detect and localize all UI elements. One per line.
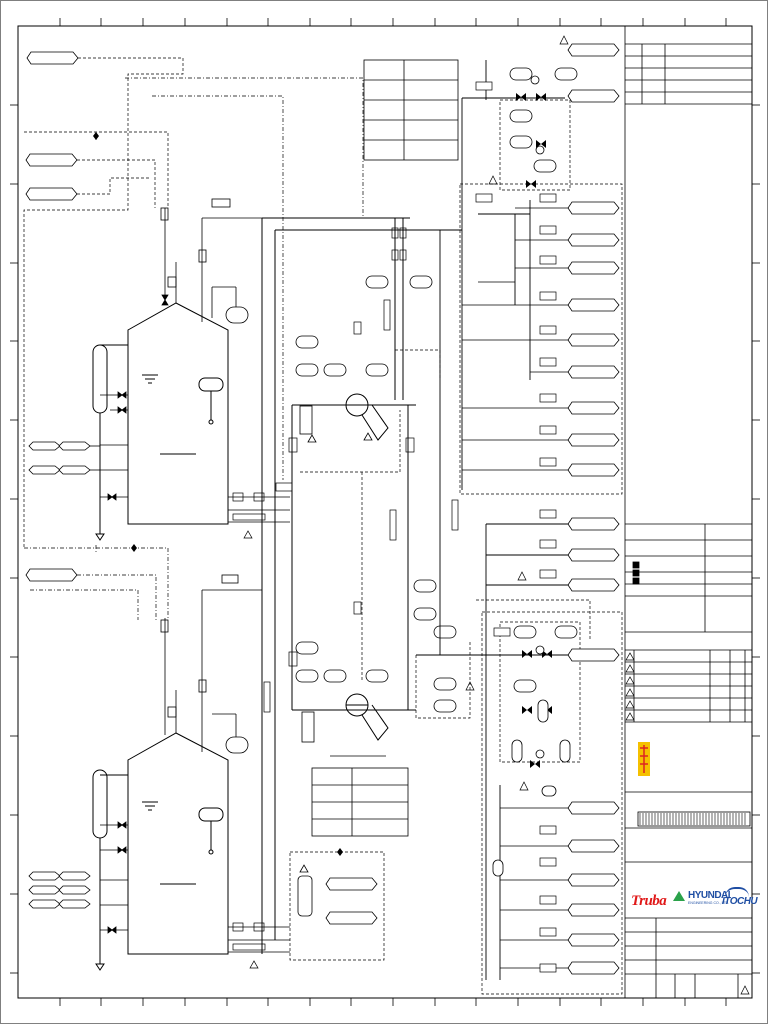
hyundai-logo-subtitle: ENGINEERING CO., LTD. (688, 901, 729, 905)
hyundai-logo-name: HYUNDAI (688, 890, 731, 901)
upper-right-manifold-box (459, 99, 623, 495)
lower-right-instruments (492, 625, 578, 877)
title-block-checkboxes (632, 561, 640, 585)
upper-top-dashed-links (95, 77, 364, 480)
revision-triangle-icon (625, 652, 750, 995)
upper-right-small-labels (475, 81, 557, 467)
lower-right-dashed-links (415, 599, 591, 719)
lower-tank-side-nozzles (100, 821, 128, 934)
center-top-table (363, 59, 459, 161)
sheet-grid-ticks (10, 18, 760, 1006)
lower-right-manifold-box (481, 611, 623, 995)
title-block-hatch (639, 813, 746, 825)
upper-tank-bottom-manifold (228, 482, 293, 539)
revision-triangle-icon (465, 35, 569, 791)
upper-right-branch-lines (462, 207, 570, 471)
lower-tank-top-connections (160, 574, 262, 754)
lower-right-small-labels (493, 509, 557, 973)
itochu-logo: ITOCHU (722, 887, 758, 915)
title-block (624, 26, 752, 998)
upper-tank-top-connections (160, 198, 262, 324)
center-lower-signal-tags (299, 864, 378, 925)
lower-storage-tank (92, 732, 229, 971)
upper-left-dashed-links (23, 57, 184, 548)
power-utility-logo-icon (638, 742, 650, 776)
lower-right-signal-tags (567, 517, 620, 975)
hyundai-triangle-icon (673, 891, 685, 901)
center-bottom-table (311, 755, 409, 837)
itochu-mark-icon (725, 887, 749, 897)
upper-tank-side-nozzles (100, 391, 128, 501)
lower-right-branch-lines (500, 807, 570, 969)
hyundai-logo: HYUNDAI ENGINEERING CO., LTD. (673, 890, 731, 910)
upper-right-signal-tags (567, 43, 620, 477)
lower-left-dashed-links (24, 545, 169, 620)
upper-left-signal-tags (25, 51, 79, 201)
diamond-marker (337, 848, 343, 856)
upper-tank-signal-tags (28, 441, 100, 475)
truba-logo: Truba (631, 893, 667, 909)
upper-right-instruments (509, 67, 578, 173)
lower-tank-signal-tags (28, 871, 91, 909)
diamond-marker (93, 132, 99, 140)
pump-signal-ovals (295, 275, 457, 713)
lower-tank-bottom-manifold (228, 922, 290, 969)
center-main-headers (261, 217, 500, 954)
upper-storage-tank (92, 302, 229, 541)
center-vertical-valves (263, 227, 459, 713)
diamond-marker (131, 544, 137, 552)
pump-icon (345, 393, 389, 741)
lower-right-headers (485, 523, 572, 980)
upper-right-headers (439, 60, 565, 655)
filter-icon (297, 405, 373, 917)
lower-left-signal-tags (25, 568, 78, 582)
itochu-logo-name: ITOCHU (722, 896, 758, 907)
